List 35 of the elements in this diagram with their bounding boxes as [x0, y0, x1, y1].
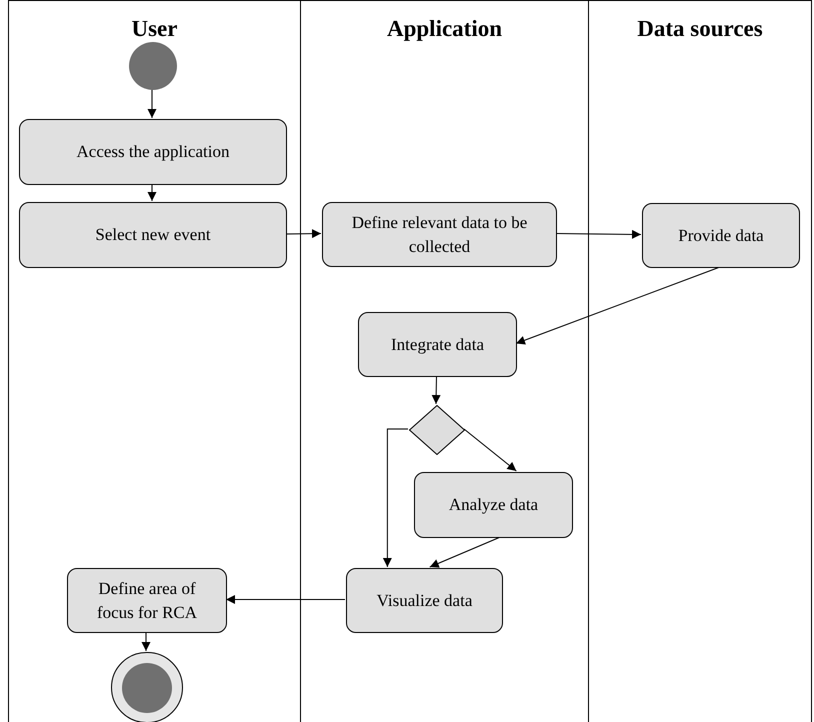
arrow [382, 428, 408, 568]
arrow [286, 229, 322, 238]
swimlane [8, 0, 300, 722]
lane-heading: User [130, 15, 178, 43]
decision-diamond [409, 405, 465, 455]
swimlane [300, 0, 588, 722]
activity-label: Select new event [95, 224, 211, 246]
swimlane [588, 0, 812, 722]
arrow [148, 184, 156, 202]
lane-heading: Data sources [636, 15, 764, 43]
activity-label: Define relevant data to be collected [350, 212, 528, 258]
arrow [142, 632, 150, 652]
arrow [432, 376, 441, 404]
activity-box [19, 119, 287, 185]
start-node [129, 42, 177, 90]
activity-box [414, 472, 573, 538]
activity-box [322, 202, 557, 267]
activity-label: Define area of focus for RCA [96, 578, 198, 624]
activity-label: Access the application [76, 141, 230, 164]
activity-label: Integrate data [391, 334, 484, 356]
activity-box [358, 312, 517, 377]
activity-label: Visualize data [376, 590, 472, 612]
arrow [464, 428, 517, 472]
lane-heading: Application [386, 15, 504, 43]
arrow [226, 595, 346, 604]
activity-box [67, 568, 227, 633]
activity-box [642, 203, 800, 268]
activity-label: Provide data [678, 224, 764, 247]
arrow [556, 230, 642, 239]
activity-box [346, 568, 503, 633]
arrow [516, 266, 720, 345]
arrow [148, 88, 156, 118]
activity-box [19, 202, 287, 268]
activity-label: Analyze data [448, 494, 538, 516]
arrow [429, 536, 501, 568]
